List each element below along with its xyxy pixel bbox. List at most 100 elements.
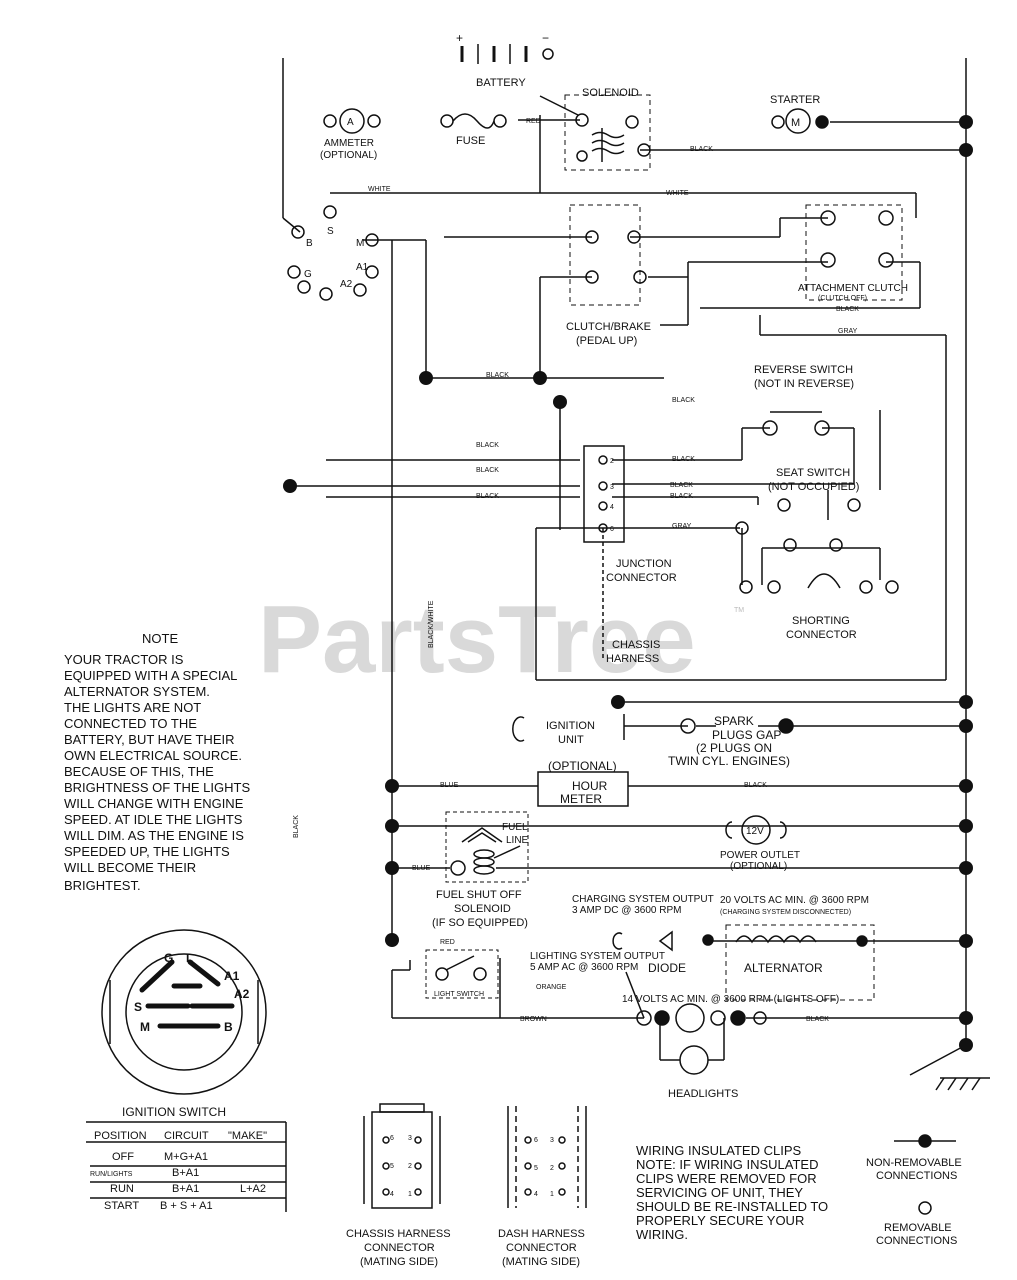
chassis-connector-sub: CONNECTOR [364, 1242, 435, 1254]
dash-connector-label: DASH HARNESS [498, 1228, 585, 1240]
dash-pin: 5 [534, 1165, 538, 1172]
chassis-pin: 5 [390, 1163, 394, 1170]
wire-black-label: BLACK [672, 397, 695, 404]
battery-label: BATTERY [476, 77, 526, 89]
dash-connector-note: (MATING SIDE) [502, 1256, 580, 1268]
wire-black-label: BLACK [670, 493, 693, 500]
table-cell: OFF [112, 1151, 134, 1163]
wire-blue-label: BLUE [412, 865, 431, 872]
headlights-label: HEADLIGHTS [668, 1088, 738, 1100]
reverse-switch-label: REVERSE SWITCH [754, 364, 853, 376]
junction-pin: 2 [610, 458, 614, 465]
alternator-label: ALTERNATOR [744, 961, 823, 975]
fuel-shutoff-solenoid: FUEL LINE FUEL SHUT OFF SOLENOID (IF SO … [432, 811, 529, 929]
shorting-connector-sub: CONNECTOR [786, 629, 857, 641]
switch-face-l: L [186, 951, 193, 965]
charging-output-label: CHARGING SYSTEM OUTPUT [572, 894, 714, 905]
junction-pin: 4 [610, 504, 614, 511]
wire-black-label: BLACK [476, 467, 499, 474]
chassis-pin: 6 [390, 1135, 394, 1142]
terminal-s: S [327, 226, 334, 237]
attachment-clutch-sub: (CLUTCH OFF) [818, 295, 867, 302]
clip-note-line: SERVICING OF UNIT, THEY [636, 1185, 803, 1200]
chassis-pin: 3 [408, 1135, 412, 1142]
charging-output-value: 3 AMP DC @ 3600 RPM [572, 905, 681, 916]
chassis-connector-label: CHASSIS HARNESS [346, 1228, 451, 1240]
attachment-clutch-switch: ATTACHMENT CLUTCH (CLUTCH OFF) [798, 210, 908, 302]
ammeter-optional: (OPTIONAL) [320, 150, 377, 161]
note-line: ALTERNATOR SYSTEM. [64, 684, 210, 699]
clutch-brake-sub: (PEDAL UP) [576, 335, 637, 347]
wire-blue-label: BLUE [440, 782, 459, 789]
hour-meter-optional: (OPTIONAL) [548, 759, 617, 773]
dash-connector-sub: CONNECTOR [506, 1242, 577, 1254]
terminal-g: G [304, 269, 312, 280]
battery-minus: − [542, 31, 549, 45]
fuel-line-label: FUEL [502, 822, 528, 833]
junction-sub: CONNECTOR [606, 572, 677, 584]
wire-black-label: BLACK [806, 1016, 829, 1023]
wire-black-label: BLACK [690, 146, 713, 153]
terminal-a2: A2 [340, 279, 353, 290]
ignition-unit: IGNITION UNIT SPARK PLUGS GAP (2 PLUGS O… [512, 714, 794, 768]
note-line: WILL DIM. AS THE ENGINE IS [64, 828, 244, 843]
wire-gray-label: GRAY [838, 328, 858, 335]
switch-face-b: B [224, 1020, 233, 1034]
ammeter-a: A [347, 117, 354, 128]
dash-pin: 6 [534, 1137, 538, 1144]
clip-note-line: NOTE: IF WIRING INSULATED [636, 1157, 819, 1172]
junction-label: JUNCTION [616, 558, 672, 570]
wire-black-label: BLACK [476, 442, 499, 449]
note-line: SPEEDED UP, THE LIGHTS [64, 844, 230, 859]
legend-removable-sub: CONNECTIONS [876, 1235, 957, 1247]
clutch-brake-switch: CLUTCH/BRAKE (PEDAL UP) [566, 230, 651, 347]
seat-switch-sub: (NOT OCCUPIED) [768, 481, 859, 493]
clip-note-line: WIRING INSULATED CLIPS [636, 1143, 802, 1158]
note-line: YOUR TRACTOR IS [64, 652, 184, 667]
note-line: EQUIPPED WITH A SPECIAL [64, 668, 237, 683]
junction-pin: 6 [610, 526, 614, 533]
wire-color-labels: RED BLACK WHITE WHITE BLACK GRAY BLACK B… [293, 118, 859, 1023]
wire-black-label: BLACK [672, 456, 695, 463]
fuse-label: FUSE [456, 135, 485, 147]
note-line: CONNECTED TO THE [64, 716, 197, 731]
wire-brown-label: BROWN [520, 1016, 547, 1023]
dash-pin: 4 [534, 1191, 538, 1198]
table-cell: B + S + A1 [160, 1200, 213, 1212]
fuel-shutoff-note: (IF SO EQUIPPED) [432, 917, 528, 929]
wire-gray-label: GRAY [672, 523, 692, 530]
ignition-unit-label: IGNITION [546, 720, 595, 732]
partstree-watermark: PartsTree [258, 586, 696, 693]
seat-switch-label: SEAT SWITCH [776, 467, 850, 479]
component-outlines [564, 94, 903, 1001]
legend-non-removable: NON-REMOVABLE [866, 1157, 962, 1169]
alternator-volts-sub: (CHARGING SYSTEM DISCONNECTED) [720, 909, 851, 916]
attachment-clutch-label: ATTACHMENT CLUTCH [798, 283, 908, 294]
dash-pin: 1 [550, 1191, 554, 1198]
wire-black-label: BLACK [836, 306, 859, 313]
spark-plugs-note: (2 PLUGS ON [696, 741, 772, 755]
note-line: SPEED. AT IDLE THE LIGHTS [64, 812, 243, 827]
switch-face-s: S [134, 1000, 142, 1014]
light-switch: LIGHT SWITCH [425, 949, 499, 999]
table-cell: L+A2 [240, 1183, 266, 1195]
chassis-connector-note: (MATING SIDE) [360, 1256, 438, 1268]
wire-red-label: RED [526, 118, 541, 125]
wire-black-white-label: BLACK/WHITE [428, 600, 435, 648]
wire-white-label: WHITE [666, 190, 689, 197]
legend-removable: REMOVABLE [884, 1222, 952, 1234]
seat-switch: SEAT SWITCH (NOT OCCUPIED) [768, 467, 861, 552]
starter: M STARTER [770, 94, 829, 134]
note-line: OWN ELECTRICAL SOURCE. [64, 748, 242, 763]
clip-note-line: CLIPS WERE REMOVED FOR [636, 1171, 817, 1186]
wire-black-label: BLACK [293, 815, 300, 838]
ignition-table-header: POSITION [94, 1130, 147, 1142]
wire-orange-label: ORANGE [536, 984, 567, 991]
legend: NON-REMOVABLE CONNECTIONS REMOVABLE CONN… [866, 1134, 962, 1247]
junction-pin: 3 [610, 484, 614, 491]
dash-harness-connector: 6 3 5 2 4 1 DASH HARNESS CONNECTOR (MATI… [498, 1106, 587, 1268]
reverse-switch: REVERSE SWITCH (NOT IN REVERSE) [754, 364, 854, 436]
solenoid: SOLENOID [539, 87, 651, 162]
fuel-shutoff-label: FUEL SHUT OFF [436, 889, 522, 901]
starter-label: STARTER [770, 94, 820, 106]
